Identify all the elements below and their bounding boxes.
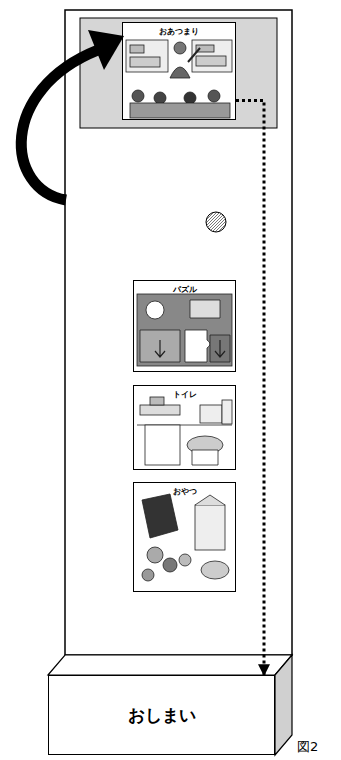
end-box: おしまい [48, 675, 275, 755]
card-title: トイレ [134, 389, 235, 400]
return-arrow [21, 50, 98, 200]
hatched-circle [206, 212, 226, 232]
card-title: おやつ [134, 486, 235, 497]
puzzle-illustration [137, 294, 232, 366]
box-side-face [275, 655, 292, 755]
activity-card: トイレ [133, 385, 236, 470]
activity-card: パズル [133, 280, 236, 372]
current-slot-band [80, 18, 277, 128]
snack-illustration [142, 494, 229, 581]
box-front-fill [48, 675, 275, 755]
card-fill [133, 385, 236, 470]
schedule-board [65, 10, 292, 655]
card-fill [133, 280, 236, 372]
card-fill [133, 482, 236, 592]
activity-card: おあつまり [122, 22, 236, 120]
figure-number: 図2 [297, 738, 318, 756]
dotted-arrow [236, 100, 264, 675]
return-arrow-head [88, 30, 124, 70]
card-title: おあつまり [123, 26, 235, 37]
gathering-illustration [126, 40, 232, 118]
card-title: パズル [134, 284, 235, 295]
activity-card: おやつ [133, 482, 236, 592]
card-fill [122, 22, 236, 120]
toilet-illustration [137, 397, 232, 465]
box-top-face [48, 655, 292, 675]
end-label: おしまい [49, 704, 274, 727]
